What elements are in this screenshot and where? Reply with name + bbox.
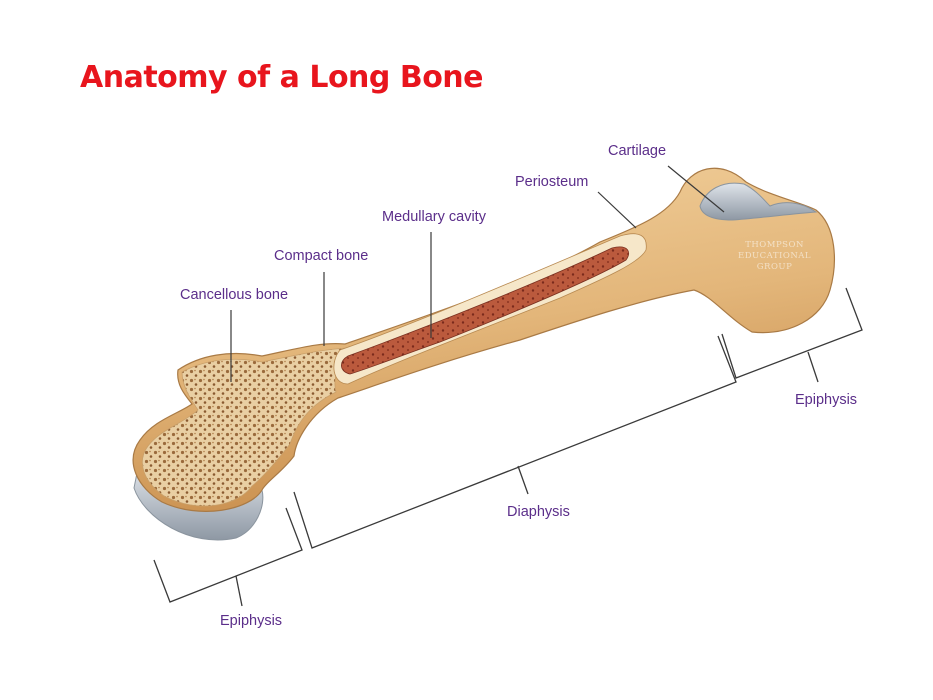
leader-periosteum <box>597 191 637 229</box>
leader-cartilage <box>667 165 725 213</box>
publisher-watermark: THOMPSON EDUCATIONAL GROUP <box>738 240 811 273</box>
leader-lines <box>230 165 725 382</box>
watermark-line: EDUCATIONAL <box>738 251 812 261</box>
label-compact-bone: Compact bone <box>274 248 369 264</box>
watermark-line: THOMPSON <box>745 240 804 250</box>
label-periosteum: Periosteum <box>515 174 589 190</box>
right-articular-cartilage <box>699 182 818 221</box>
watermark-line: GROUP <box>756 262 793 272</box>
diagram-title: Anatomy of a Long Bone <box>80 60 484 95</box>
label-medullary-cavity: Medullary cavity <box>382 209 486 225</box>
label-diaphysis: Diaphysis <box>507 504 570 520</box>
label-epiphysis-distal: Epiphysis <box>795 392 858 408</box>
cancellous-bone-region <box>141 347 347 507</box>
bracket-epiphysis-distal-tick <box>807 351 819 383</box>
label-epiphysis-proximal: Epiphysis <box>220 613 283 629</box>
label-cartilage: Cartilage <box>608 143 667 159</box>
bracket-diaphysis <box>293 335 737 549</box>
brackets <box>153 287 863 607</box>
bracket-epiphysis-distal <box>721 287 863 379</box>
bracket-epiphysis-proximal-tick <box>235 575 243 607</box>
medullary-cavity-region <box>341 246 629 375</box>
bracket-diaphysis-tick <box>517 465 529 495</box>
label-cancellous-bone: Cancellous bone <box>180 287 289 303</box>
